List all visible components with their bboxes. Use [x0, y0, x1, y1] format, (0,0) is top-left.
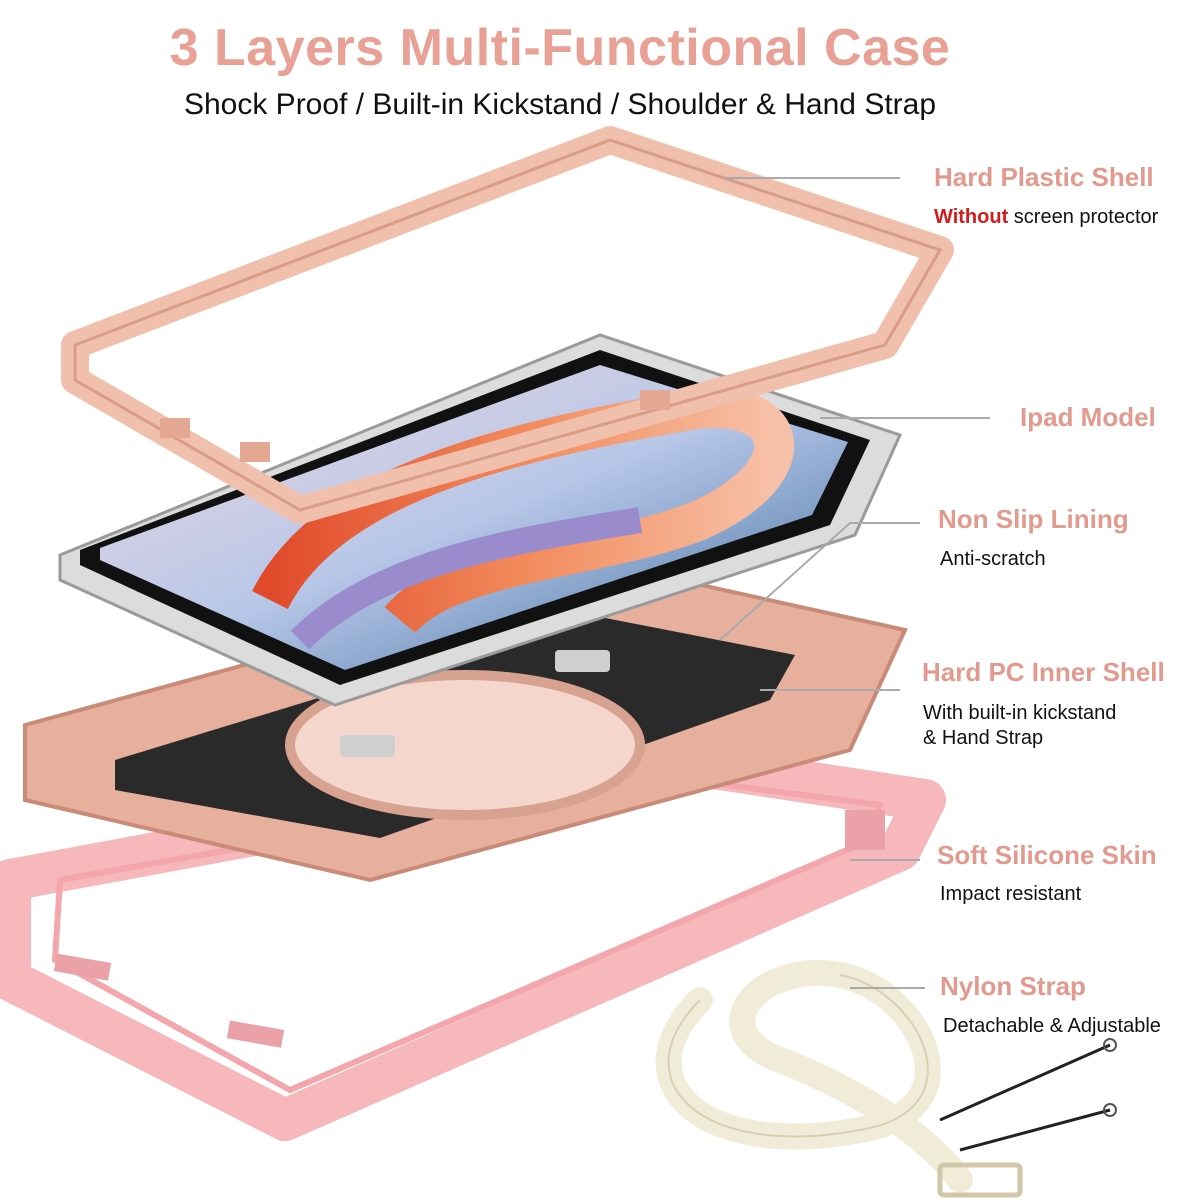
- callout-desc-non-slip-lining: Anti-scratch: [940, 548, 1046, 570]
- callout-desc-hard-plastic-shell: Without screen protector: [934, 205, 1158, 230]
- hard-pc-inner-shell: [23, 562, 908, 883]
- callout-label-hard-pc-inner-shell: Hard PC Inner Shell: [922, 657, 1165, 687]
- callout-desc-hard-pc-inner-shell-line2: & Hand Strap: [923, 727, 1044, 749]
- nylon-strap: [655, 960, 1117, 1198]
- callout-desc-text: screen protector: [1008, 206, 1159, 228]
- callout-leader-lines: [719, 177, 990, 989]
- tablet-device: [58, 333, 903, 707]
- callout-label-ipad-model: Ipad Model: [1020, 402, 1156, 432]
- callout-desc-hard-pc-inner-shell-line1: With built-in kickstand: [923, 702, 1117, 724]
- callout-label-non-slip-lining: Non Slip Lining: [938, 504, 1129, 534]
- callout-desc-nylon-strap: Detachable & Adjustable: [943, 1015, 1161, 1037]
- callout-desc-soft-silicone-skin: Impact resistant: [940, 883, 1082, 905]
- hard-plastic-shell: [61, 126, 954, 524]
- callout-label-nylon-strap: Nylon Strap: [940, 971, 1086, 1001]
- page-subtitle: Shock Proof / Built-in Kickstand / Shoul…: [183, 88, 937, 121]
- page-title: 3 Layers Multi-Functional Case: [169, 19, 951, 77]
- callout-label-soft-silicone-skin: Soft Silicone Skin: [937, 840, 1157, 870]
- callout-label-hard-plastic-shell: Hard Plastic Shell: [934, 162, 1154, 192]
- callout-desc-highlight: Without: [934, 206, 1009, 228]
